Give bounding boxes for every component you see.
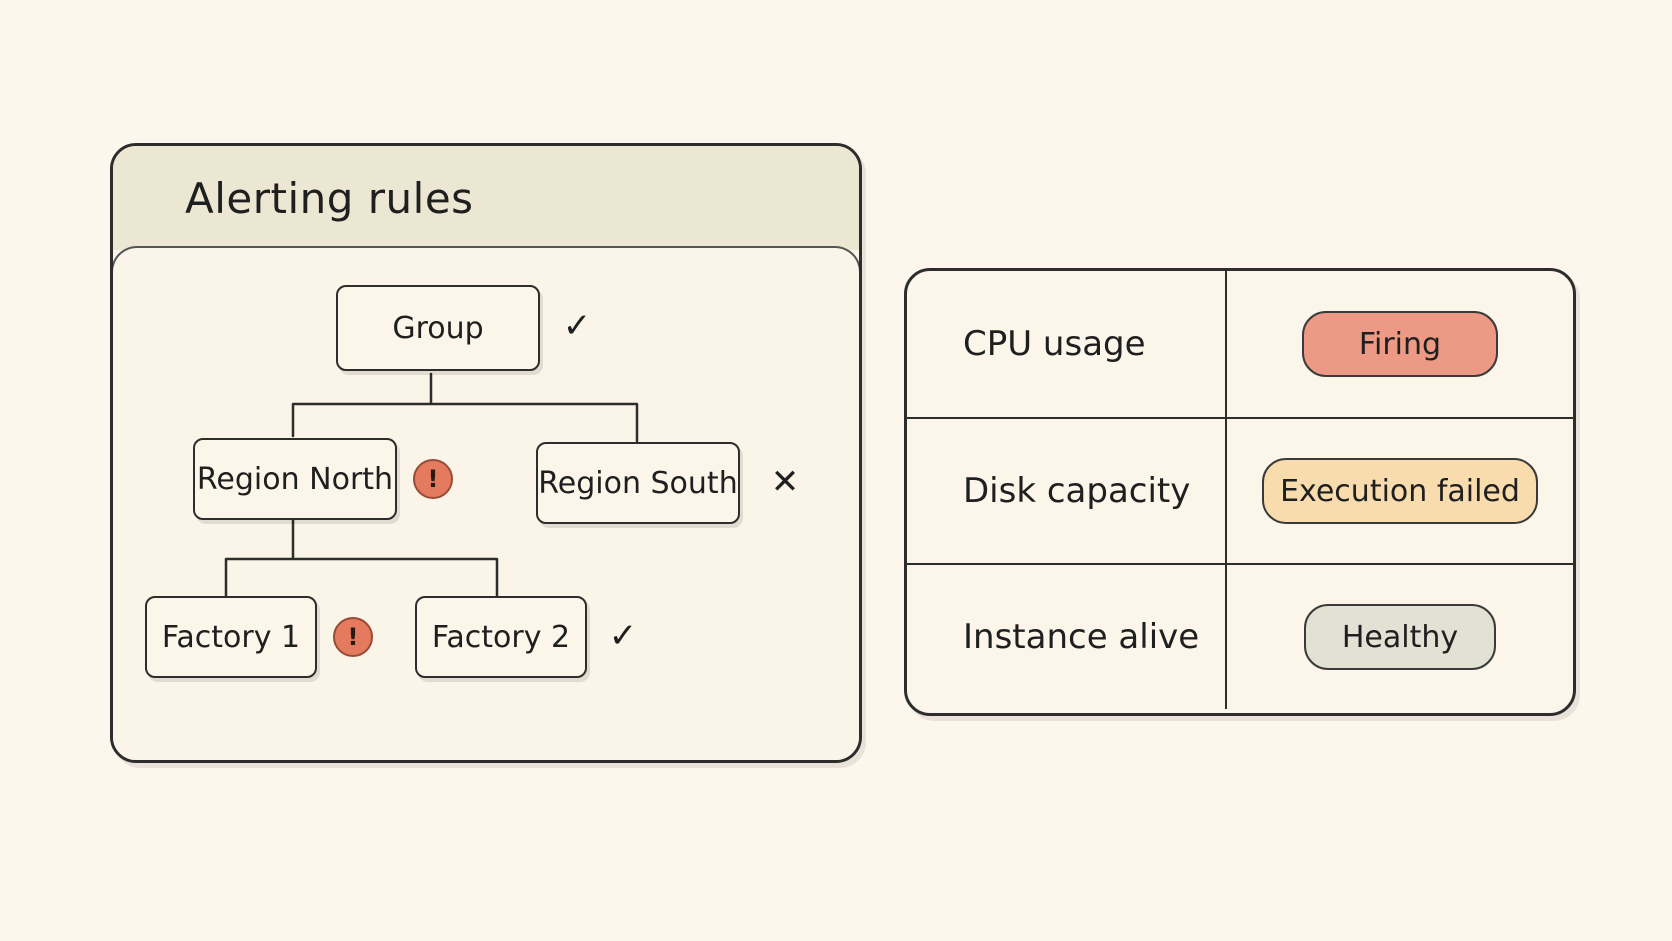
check-icon: ✓: [608, 616, 638, 656]
cross-icon: ✕: [770, 462, 800, 502]
node-factory-2[interactable]: Factory 2: [415, 596, 587, 678]
table-row[interactable]: CPU usage Firing: [907, 271, 1573, 417]
rule-name: Instance alive: [907, 565, 1227, 709]
node-group-label: Group: [392, 310, 484, 346]
node-factory-1-label: Factory 1: [161, 619, 301, 655]
status-badge-healthy: Healthy: [1304, 604, 1496, 670]
status-badge-execution-failed: Execution failed: [1262, 458, 1538, 524]
state-cell: Execution failed: [1227, 419, 1573, 563]
node-factory-1[interactable]: Factory 1: [145, 596, 317, 678]
node-region-north-label: Region North: [196, 461, 394, 497]
alert-state-table: CPU usage Firing Disk capacity Execution…: [904, 268, 1576, 716]
table-row[interactable]: Instance alive Healthy: [907, 563, 1573, 709]
table-row[interactable]: Disk capacity Execution failed: [907, 417, 1573, 563]
alert-icon: !: [413, 459, 453, 499]
node-region-south-label: Region South: [538, 465, 738, 501]
alert-icon: !: [333, 617, 373, 657]
rule-name: CPU usage: [907, 271, 1227, 417]
state-cell: Healthy: [1227, 565, 1573, 709]
alerting-rules-panel: Alerting rules Group ✓ Region North ! Re…: [110, 143, 862, 763]
node-region-south[interactable]: Region South: [536, 442, 740, 524]
node-region-north[interactable]: Region North: [193, 438, 397, 520]
status-badge-firing: Firing: [1302, 311, 1498, 377]
panel-title: Alerting rules: [185, 174, 474, 223]
node-group[interactable]: Group: [336, 285, 540, 371]
node-factory-2-label: Factory 2: [431, 619, 571, 655]
rule-name: Disk capacity: [907, 419, 1227, 563]
panel-header: [113, 146, 859, 250]
state-cell: Firing: [1227, 271, 1573, 417]
check-icon: ✓: [562, 306, 592, 346]
